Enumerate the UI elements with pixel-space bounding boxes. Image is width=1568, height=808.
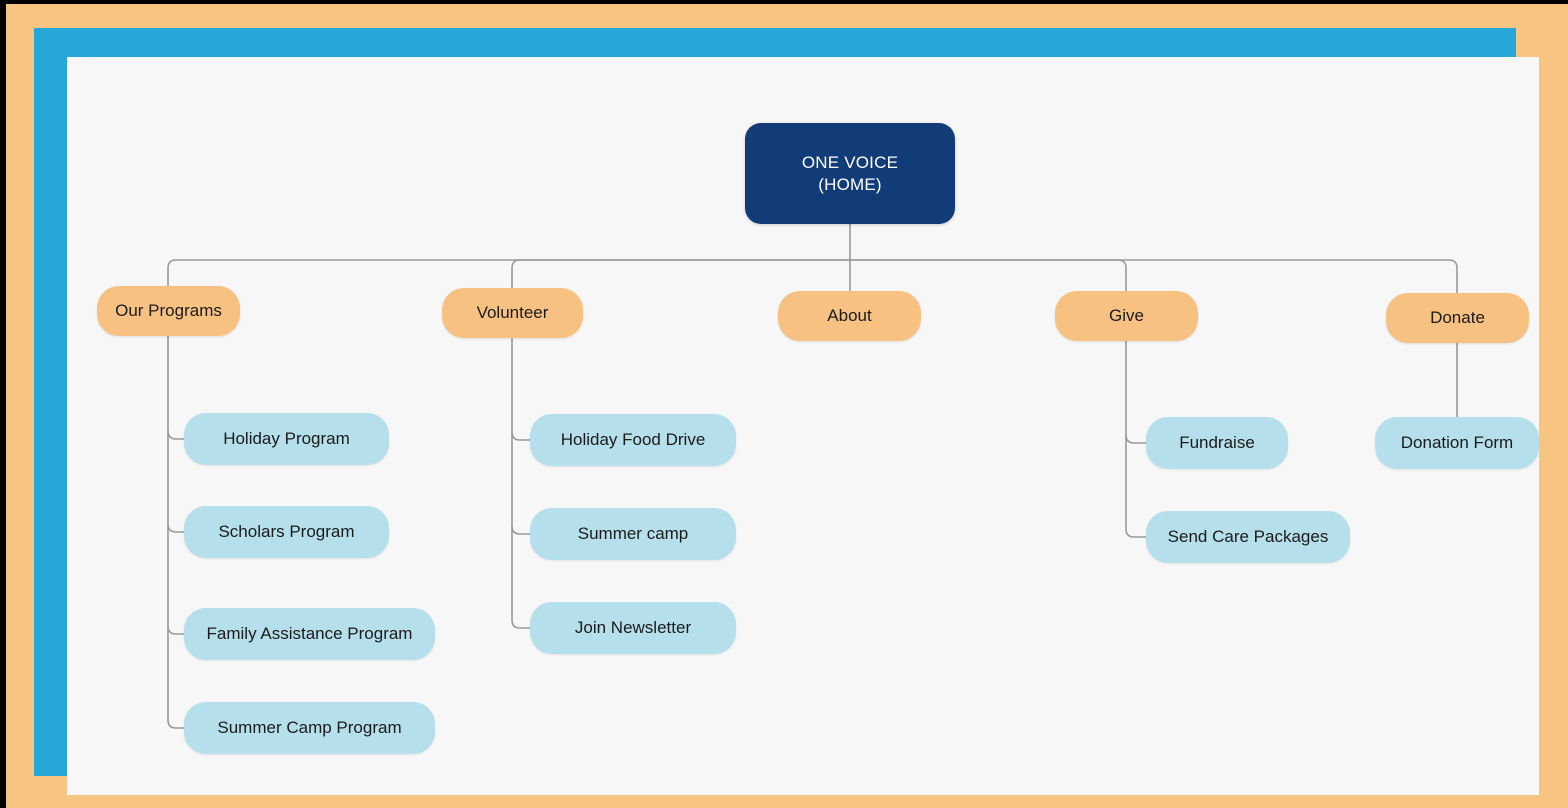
- leaf-label: Fundraise: [1179, 433, 1255, 453]
- link-give-spine: [1125, 340, 1147, 538]
- link-bus-to-our-programs: [167, 259, 851, 287]
- blue-frame-border: ONE VOICE (HOME) Our Programs Volunteer …: [34, 28, 1539, 795]
- sitemap-diagram: ONE VOICE (HOME) Our Programs Volunteer …: [67, 57, 1539, 795]
- link-our-programs-child-1: [167, 430, 185, 440]
- leaf-label: Scholars Program: [218, 522, 355, 542]
- node-leaf-donation-form[interactable]: Donation Form: [1375, 417, 1539, 469]
- link-volunteer-child-1: [511, 431, 531, 441]
- node-leaf-family-assistance-program[interactable]: Family Assistance Program: [184, 608, 435, 660]
- node-leaf-summer-camp-program[interactable]: Summer Camp Program: [184, 702, 435, 754]
- node-section-about[interactable]: About: [778, 291, 921, 341]
- link-give-child-1: [1125, 434, 1147, 444]
- node-leaf-join-newsletter[interactable]: Join Newsletter: [530, 602, 736, 654]
- leaf-label: Holiday Program: [223, 429, 350, 449]
- link-volunteer-spine: [511, 337, 531, 629]
- leaf-label: Summer camp: [577, 524, 689, 544]
- link-our-programs-child-2: [167, 523, 185, 533]
- section-label: Our Programs: [115, 301, 222, 321]
- node-leaf-summer-camp[interactable]: Summer camp: [530, 508, 736, 560]
- section-label: Volunteer: [476, 303, 549, 323]
- section-label: About: [827, 306, 872, 326]
- orange-frame-band: ONE VOICE (HOME) Our Programs Volunteer …: [6, 4, 1568, 808]
- node-leaf-fundraise[interactable]: Fundraise: [1146, 417, 1288, 469]
- section-label: Give: [1109, 306, 1144, 326]
- node-section-volunteer[interactable]: Volunteer: [442, 288, 583, 338]
- leaf-label: Donation Form: [1400, 433, 1514, 453]
- node-section-our-programs[interactable]: Our Programs: [97, 286, 240, 336]
- leaf-label: Family Assistance Program: [206, 624, 413, 644]
- leaf-label: Summer Camp Program: [217, 718, 402, 738]
- node-section-give[interactable]: Give: [1055, 291, 1198, 341]
- root-label-line-1: ONE VOICE: [801, 153, 899, 173]
- diagram-canvas: ONE VOICE (HOME) Our Programs Volunteer …: [67, 57, 1539, 795]
- leaf-label: Holiday Food Drive: [560, 430, 706, 450]
- link-bus-to-donate: [849, 259, 1458, 294]
- link-our-programs-child-3: [167, 625, 185, 635]
- node-leaf-holiday-food-drive[interactable]: Holiday Food Drive: [530, 414, 736, 466]
- node-section-donate[interactable]: Donate: [1386, 293, 1529, 343]
- leaf-label: Send Care Packages: [1167, 527, 1329, 547]
- link-bus-to-volunteer: [511, 259, 851, 289]
- section-label: Donate: [1430, 308, 1485, 328]
- leaf-label: Join Newsletter: [574, 618, 692, 638]
- node-leaf-scholars-program[interactable]: Scholars Program: [184, 506, 389, 558]
- root-label-line-2: (HOME): [818, 174, 882, 194]
- link-our-programs-spine: [167, 335, 185, 729]
- link-bus-to-give: [849, 259, 1127, 292]
- link-volunteer-child-2: [511, 525, 531, 535]
- node-leaf-send-care-packages[interactable]: Send Care Packages: [1146, 511, 1350, 563]
- node-root-one-voice-home[interactable]: ONE VOICE (HOME): [745, 123, 955, 224]
- node-leaf-holiday-program[interactable]: Holiday Program: [184, 413, 389, 465]
